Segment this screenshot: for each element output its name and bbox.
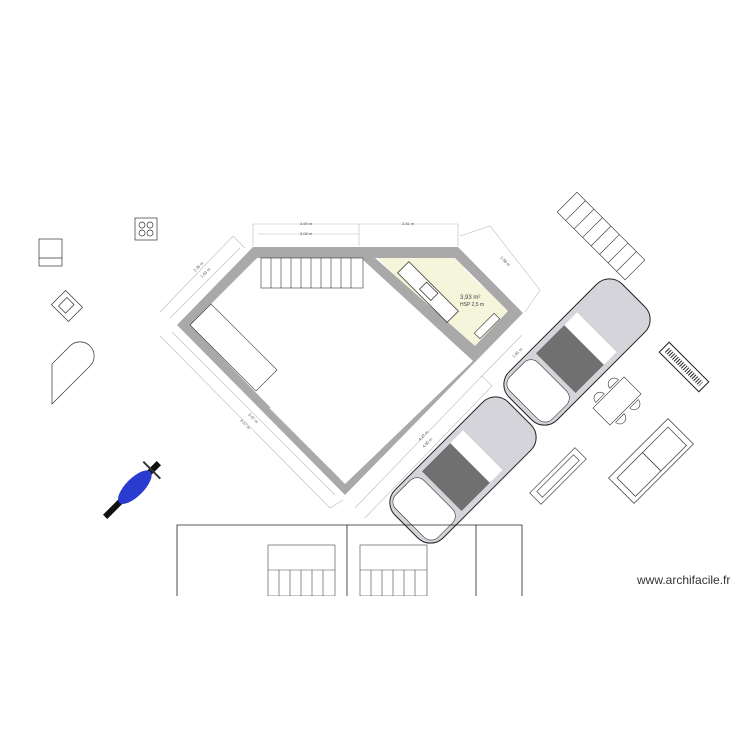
dim-label: 3.08 m bbox=[300, 231, 313, 236]
window[interactable] bbox=[269, 267, 484, 469]
oven-icon[interactable] bbox=[38, 238, 63, 267]
dim-label: 2.58 m bbox=[499, 255, 512, 268]
bed-icon[interactable] bbox=[189, 303, 278, 392]
motorcycle-icon[interactable] bbox=[97, 455, 168, 526]
room-height-label: HSP 2,5 m bbox=[460, 302, 484, 308]
bathtub-icon[interactable] bbox=[51, 341, 95, 405]
dim-label: 6.17 m bbox=[239, 418, 252, 431]
sofa-icon[interactable] bbox=[608, 418, 694, 504]
staircase-icon[interactable] bbox=[267, 544, 336, 597]
dim-label: 2.81 m bbox=[402, 221, 415, 226]
dining-table-icon[interactable] bbox=[587, 371, 646, 430]
dim-label: 3.69 m bbox=[300, 221, 313, 226]
bench-icon[interactable] bbox=[473, 312, 501, 340]
cooktop-icon[interactable] bbox=[134, 217, 158, 241]
staircase-icon[interactable] bbox=[556, 191, 646, 281]
staircase-icon[interactable] bbox=[260, 257, 364, 289]
staircase-icon[interactable] bbox=[359, 544, 428, 597]
sink-icon[interactable] bbox=[50, 289, 84, 323]
dim-label: 1.81 m bbox=[511, 346, 524, 359]
canvas-bottom bbox=[0, 596, 750, 750]
bench-icon[interactable] bbox=[529, 447, 587, 505]
piano-icon[interactable] bbox=[658, 341, 710, 393]
room-area-label: 3,93 m² bbox=[460, 295, 480, 301]
dim-label: 5.67 m bbox=[247, 412, 260, 425]
watermark: www.archifacile.fr bbox=[637, 573, 731, 587]
car-icon[interactable] bbox=[382, 389, 543, 550]
car-icon[interactable] bbox=[496, 271, 657, 432]
dim-label: 1.63 m bbox=[199, 266, 212, 279]
adjacent-building bbox=[176, 524, 523, 596]
kitchen-counter-icon[interactable] bbox=[397, 261, 459, 323]
dimension-lines bbox=[159, 223, 541, 519]
